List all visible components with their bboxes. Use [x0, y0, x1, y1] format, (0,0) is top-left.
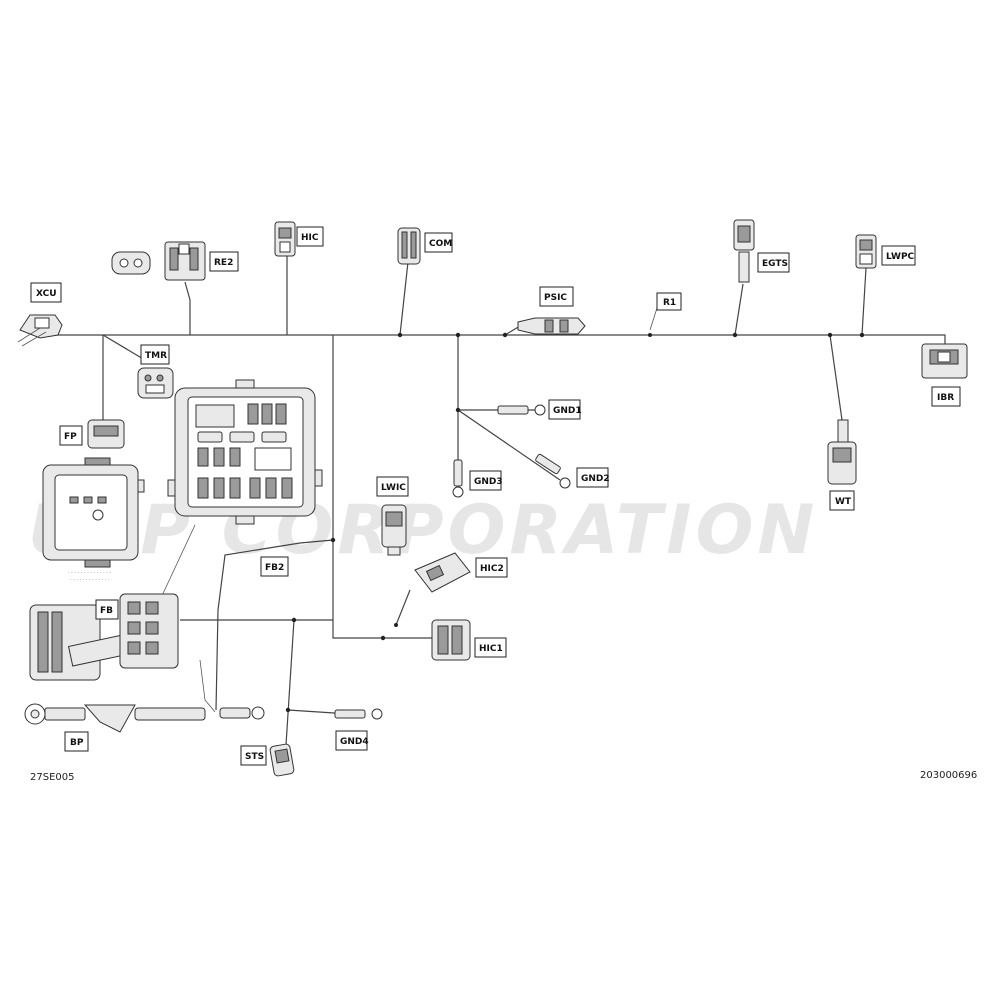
hic2-connector: [414, 552, 471, 593]
ecu-module: · · · · · · · · · · · · · · · · · · · · …: [42, 457, 145, 583]
label-gnd2: GND2: [581, 474, 610, 484]
svg-text:· · · · · · · · · · · · · ·: · · · · · · · · · · · · · ·: [68, 570, 111, 576]
lwic-connector: [381, 504, 407, 556]
tmr-connector: [137, 367, 174, 399]
gnd4-ring-terminal: [334, 708, 383, 720]
label-fb2: FB2: [265, 563, 284, 573]
label-wt: WT: [835, 497, 852, 507]
label-xcu: XCU: [36, 289, 57, 299]
sts-connector: [269, 743, 295, 777]
label-tmr: TMR: [145, 351, 167, 361]
gnd2-ring-terminal: [535, 453, 571, 489]
label-ibr: IBR: [937, 393, 954, 403]
label-gnd1: GND1: [553, 406, 582, 416]
xcu-connector: [17, 314, 63, 347]
hic1-connector: [431, 619, 471, 661]
hic-connector: [274, 221, 296, 257]
label-gnd3: GND3: [474, 477, 503, 487]
label-lwic: LWIC: [381, 483, 406, 493]
fb-fuse-holder: [29, 593, 179, 681]
label-psic: PSIC: [544, 293, 567, 303]
re2-connector: [164, 241, 206, 281]
label-hic2: HIC2: [480, 564, 504, 574]
watermark: USP CORPORATION: [28, 491, 818, 570]
fuse-box: [167, 379, 323, 525]
label-hic: HIC: [301, 233, 319, 243]
label-fb: FB: [100, 606, 113, 616]
com-connector: [397, 227, 421, 265]
bp-battery-cable: [24, 703, 206, 733]
lwpc-connector: [855, 234, 877, 269]
ring-terminal: [219, 706, 265, 720]
label-fp: FP: [64, 432, 77, 442]
fp-connector: [87, 419, 125, 449]
ref-left: 27SE005: [30, 772, 74, 783]
egts-connector: [733, 219, 755, 283]
label-lwpc: LWPC: [886, 252, 915, 262]
ibr-connector: [921, 343, 968, 379]
ref-right: 203000696: [920, 770, 977, 781]
label-r1: R1: [663, 298, 676, 308]
label-bp: BP: [70, 738, 84, 748]
junction-dots: [285, 332, 865, 713]
re2-plug-left: [111, 251, 151, 275]
label-sts: STS: [245, 752, 264, 762]
svg-text:· · · · · · · · · · · · ·: · · · · · · · · · · · · ·: [70, 577, 110, 583]
gnd1-ring-terminal: [497, 404, 546, 416]
gnd3-ring-terminal: [452, 459, 464, 498]
label-egts: EGTS: [762, 259, 788, 269]
label-com: COM: [429, 239, 452, 249]
label-hic1: HIC1: [479, 644, 503, 654]
psic-connector: [517, 317, 586, 335]
label-gnd4: GND4: [340, 737, 369, 747]
label-re2: RE2: [214, 258, 233, 268]
wt-connector: [827, 419, 857, 485]
